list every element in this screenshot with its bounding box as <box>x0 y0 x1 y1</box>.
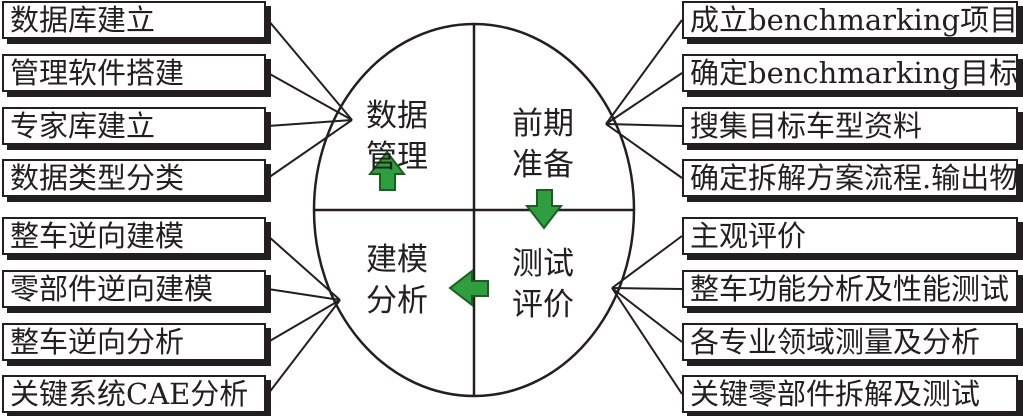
right-connectors <box>605 19 683 395</box>
right-item-box: 主观评价 <box>682 217 1018 255</box>
quadrant-modeling-analysis: 建模 分析 <box>362 240 432 322</box>
right-item-label: 整车功能分析及性能测试 <box>690 272 1010 306</box>
left-item-box: 整车逆向分析 <box>2 323 266 361</box>
quadrant-label-line2: 分析 <box>366 283 428 319</box>
quadrant-preparation: 前期 准备 <box>508 104 578 186</box>
right-item-label: 关键零部件拆解及测试 <box>690 377 981 411</box>
left-item-box: 专家库建立 <box>2 107 266 145</box>
right-item-box: 各专业领域测量及分析 <box>682 323 1018 361</box>
left-item-box: 数据库建立 <box>2 1 266 39</box>
quadrant-label-line2: 评价 <box>512 287 574 323</box>
right-item-box: 关键零部件拆解及测试 <box>682 375 1018 413</box>
left-item-box: 整车逆向建模 <box>2 217 266 255</box>
left-item-box: 零部件逆向建模 <box>2 270 266 308</box>
left-item-label: 专家库建立 <box>10 109 156 143</box>
quadrant-label-line1: 前期 <box>512 106 574 142</box>
left-item-box: 管理软件搭建 <box>2 54 266 92</box>
left-item-label: 零部件逆向建模 <box>10 272 214 306</box>
left-item-label: 数据类型分类 <box>10 161 185 195</box>
arrow-left-icon <box>448 268 489 308</box>
arrow-up-icon <box>367 150 407 191</box>
quadrant-label-line1: 测试 <box>512 246 574 282</box>
right-item-box: 确定拆解方案流程.输出物等 <box>682 159 1018 197</box>
quadrant-test-evaluation: 测试 评价 <box>508 244 578 326</box>
left-item-box: 数据类型分类 <box>2 159 266 197</box>
quadrant-label-line1: 建模 <box>366 242 428 278</box>
left-item-label: 管理软件搭建 <box>10 56 185 90</box>
left-item-label: 整车逆向分析 <box>10 325 185 359</box>
left-item-label: 整车逆向建模 <box>10 219 185 253</box>
left-item-label: 关键系统CAE分析 <box>10 377 249 411</box>
quadrant-label-line2: 准备 <box>512 147 574 183</box>
left-connectors <box>267 19 353 395</box>
right-item-label: 各专业领域测量及分析 <box>690 325 981 359</box>
quadrant-label-line2: 管理 <box>366 139 428 175</box>
right-item-label: 搜集目标车型资料 <box>690 109 923 143</box>
right-item-box: 确定benchmarking目标车型 <box>682 54 1018 92</box>
right-item-label: 确定benchmarking目标车型 <box>690 56 1018 90</box>
arrow-down-icon <box>524 189 564 230</box>
quadrant-label-line1: 数据 <box>366 98 428 134</box>
quadrant-data-management: 数据 管理 <box>362 96 432 178</box>
left-item-box: 关键系统CAE分析 <box>2 375 266 413</box>
right-item-box: 成立benchmarking项目组 <box>682 1 1018 39</box>
right-item-label: 主观评价 <box>690 219 807 253</box>
left-item-label: 数据库建立 <box>10 3 156 37</box>
right-item-label: 成立benchmarking项目组 <box>690 3 1018 37</box>
right-item-box: 搜集目标车型资料 <box>682 107 1018 145</box>
right-item-box: 整车功能分析及性能测试 <box>682 270 1018 308</box>
right-item-label: 确定拆解方案流程.输出物等 <box>690 161 1018 195</box>
